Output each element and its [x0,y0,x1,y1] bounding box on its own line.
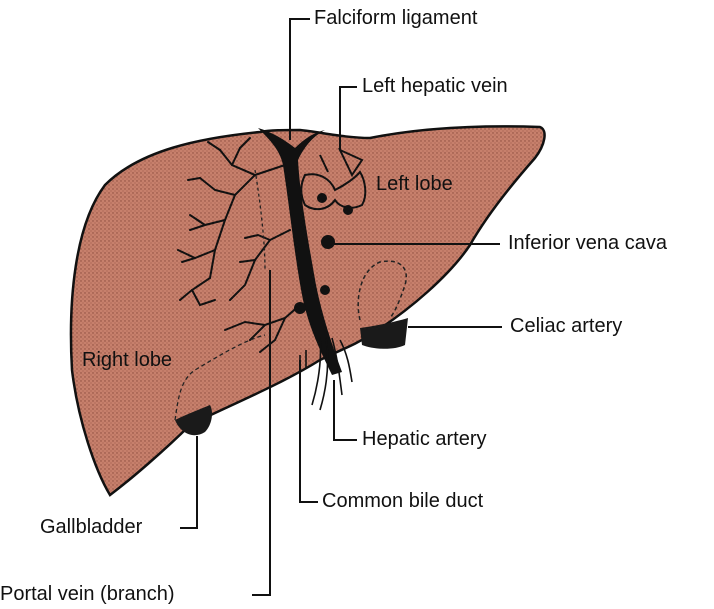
vein-node [343,205,353,215]
vein-node [317,193,327,203]
label-hepatic-artery: Hepatic artery [362,429,487,449]
label-right-lobe: Right lobe [82,350,172,370]
label-portal-vein-branch: Portal vein (branch) [0,584,175,604]
label-gallbladder: Gallbladder [40,517,142,537]
leader-hepatic-artery [334,380,357,440]
leader-falciform [290,19,310,140]
label-inferior-vena-cava: Inferior vena cava [508,233,667,253]
label-left-hepatic-vein: Left hepatic vein [362,76,508,96]
leader-gallbladder [180,436,197,528]
label-falciform-ligament: Falciform ligament [314,8,477,28]
portal-node [320,285,330,295]
label-common-bile-duct: Common bile duct [322,491,483,511]
ivc-node [321,235,335,249]
leader-bile-duct [300,360,318,502]
label-left-lobe: Left lobe [376,174,453,194]
label-celiac-artery: Celiac artery [510,316,622,336]
